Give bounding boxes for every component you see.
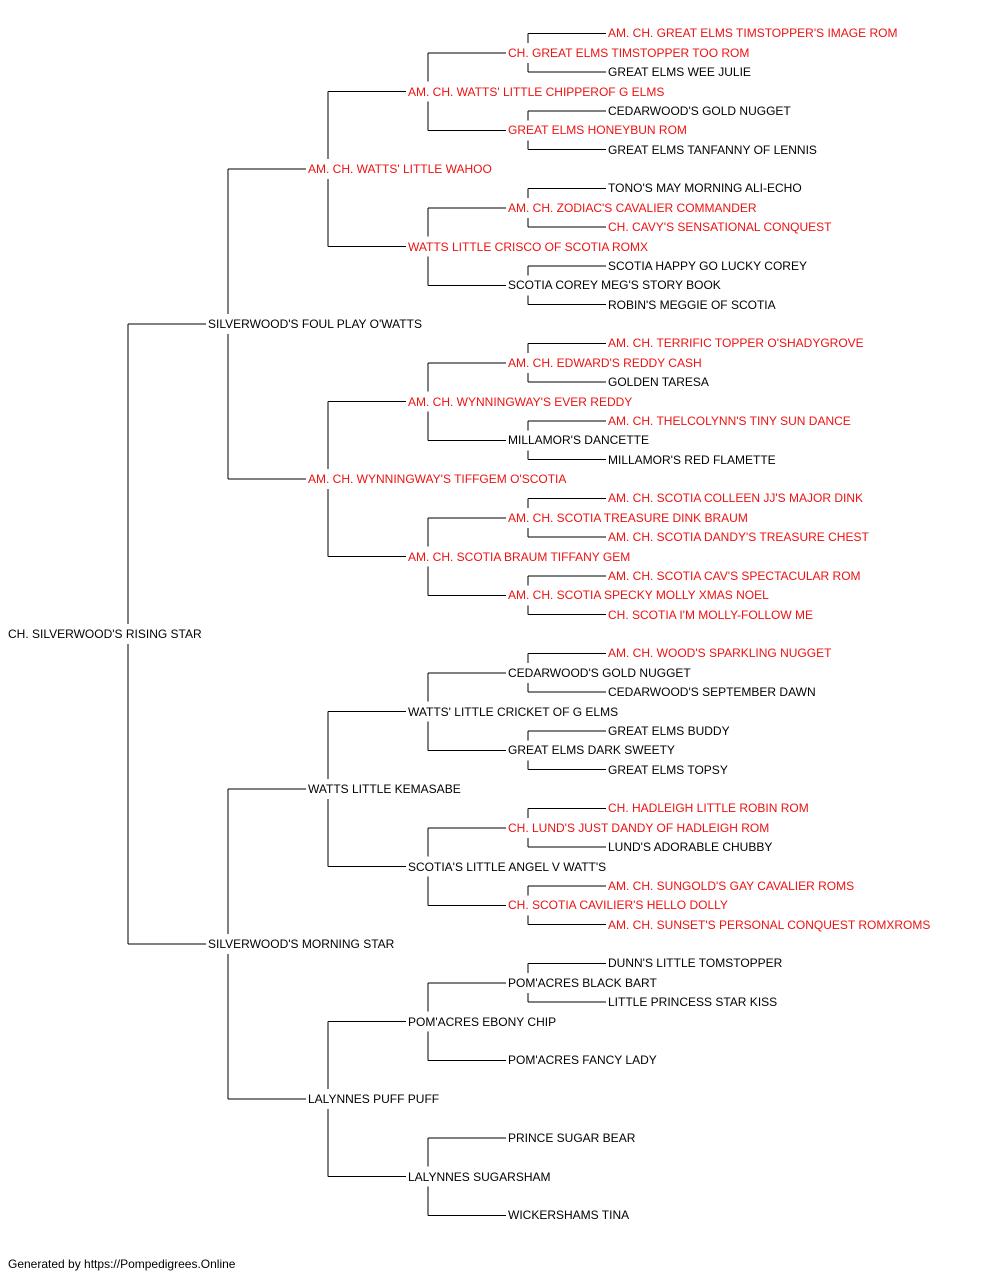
sire-name: POM'ACRES BLACK BART [508,975,657,990]
dam-name: SCOTIA'S LITTLE ANGEL V WATT'S [408,859,607,874]
sire-name: AM. CH. TERRIFIC TOPPER O'SHADYGROVE [608,336,864,351]
sire-name: AM. CH. ZODIAC'S CAVALIER COMMANDER [508,200,757,215]
dam-name: AM. CH. WYNNINGWAY'S TIFFGEM O'SCOTIA [308,472,567,486]
dam-name: AM. CH. SCOTIA SPECKY MOLLY XMAS NOEL [508,588,769,603]
sire-name: WATTS LITTLE KEMASABE [308,782,461,796]
sire-name: AM. CH. WOOD'S SPARKLING NUGGET [608,646,832,661]
sire-name: SCOTIA HAPPY GO LUCKY COREY [608,258,807,273]
dam-name: AM. CH. SCOTIA DANDY'S TREASURE CHEST [608,530,869,545]
dam-name: GREAT ELMS WEE JULIE [608,65,751,80]
dam-name: CH. SCOTIA CAVILIER'S HELLO DOLLY [508,898,728,913]
sire-name: CH. HADLEIGH LITTLE ROBIN ROM [608,801,809,816]
dam-name: AM. CH. SUNSET'S PERSONAL CONQUEST ROMXR… [608,917,931,932]
dam-name: CEDARWOOD'S SEPTEMBER DAWN [608,685,816,700]
dam-name: CH. CAVY'S SENSATIONAL CONQUEST [608,220,832,235]
sire-name: CEDARWOOD'S GOLD NUGGET [608,103,791,118]
sire-name: AM. CH. THELCOLYNN'S TINY SUN DANCE [608,413,851,428]
generated-by-footer: Generated by https://Pompedigrees.Online [8,1257,236,1271]
sire-name: AM. CH. WYNNINGWAY'S EVER REDDY [408,394,633,409]
dam-name: LITTLE PRINCESS STAR KISS [608,995,778,1010]
sire-name: CEDARWOOD'S GOLD NUGGET [508,665,691,680]
dam-name: GREAT ELMS TOPSY [608,762,728,777]
sire-name: PRINCE SUGAR BEAR [508,1130,636,1145]
dam-name: AM. CH. SCOTIA BRAUM TIFFANY GEM [408,549,631,564]
dam-name: MILLAMOR'S DANCETTE [508,433,649,448]
sire-name: CH. LUND'S JUST DANDY OF HADLEIGH ROM [508,820,770,835]
sire-name: WATTS' LITTLE CRICKET OF G ELMS [408,704,619,719]
dam-name: GREAT ELMS HONEYBUN ROM [508,123,687,138]
sire-name: AM. CH. WATTS' LITTLE WAHOO [308,162,492,176]
dam-name: CH. SCOTIA I'M MOLLY-FOLLOW ME [608,607,813,622]
dam-name: POM'ACRES FANCY LADY [508,1053,657,1068]
dam-name: WICKERSHAMS TINA [508,1208,630,1223]
sire-name: SILVERWOOD'S FOUL PLAY O'WATTS [208,317,422,331]
sire-name: GREAT ELMS BUDDY [608,723,730,738]
dam-name: SILVERWOOD'S MORNING STAR [208,937,395,951]
dam-name: MILLAMOR'S RED FLAMETTE [608,452,776,467]
sire-name: DUNN'S LITTLE TOMSTOPPER [608,956,783,971]
sire-name: TONO'S MAY MORNING ALI-ECHO [608,181,802,196]
sire-name: AM. CH. SUNGOLD'S GAY CAVALIER ROMS [608,878,855,893]
dam-name: WATTS LITTLE CRISCO OF SCOTIA ROMX [408,239,649,254]
sire-name: AM. CH. SCOTIA CAV'S SPECTACULAR ROM [608,568,861,583]
sire-name: AM. CH. SCOTIA COLLEEN JJ'S MAJOR DINK [608,491,863,506]
dam-name: GREAT ELMS DARK SWEETY [508,743,675,758]
dog-name: CH. SILVERWOOD'S RISING STAR [8,627,202,641]
dam-name: LALYNNES PUFF PUFF [308,1092,440,1106]
sire-name: CH. GREAT ELMS TIMSTOPPER TOO ROM [508,45,750,60]
dam-name: ROBIN'S MEGGIE OF SCOTIA [608,297,776,312]
sire-name: AM. CH. WATTS' LITTLE CHIPPEROF G ELMS [408,84,665,99]
sire-name: AM. CH. SCOTIA TREASURE DINK BRAUM [508,510,748,525]
dam-name: LUND'S ADORABLE CHUBBY [608,840,773,855]
dam-name: SCOTIA COREY MEG'S STORY BOOK [508,278,721,293]
sire-name: POM'ACRES EBONY CHIP [408,1014,557,1029]
dam-name: GREAT ELMS TANFANNY OF LENNIS [608,142,817,157]
dam-name: LALYNNES SUGARSHAM [408,1169,551,1184]
sire-name: AM. CH. EDWARD'S REDDY CASH [508,355,702,370]
dam-name: GOLDEN TARESA [608,375,709,390]
sire-name: AM. CH. GREAT ELMS TIMSTOPPER'S IMAGE RO… [608,26,898,41]
